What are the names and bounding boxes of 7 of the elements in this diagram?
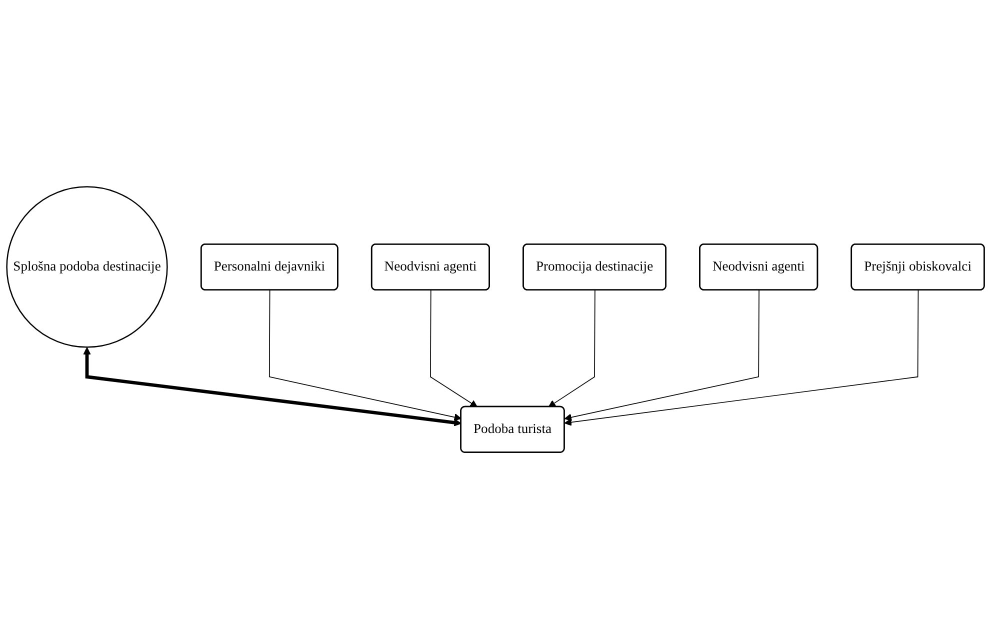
arrow (564, 290, 760, 422)
arrow (430, 290, 478, 408)
arrow (548, 290, 596, 408)
arrow (564, 290, 919, 426)
arrow (83, 348, 462, 427)
node-circle: Splošna podoba destinacije (6, 186, 168, 348)
arrow (268, 290, 462, 422)
